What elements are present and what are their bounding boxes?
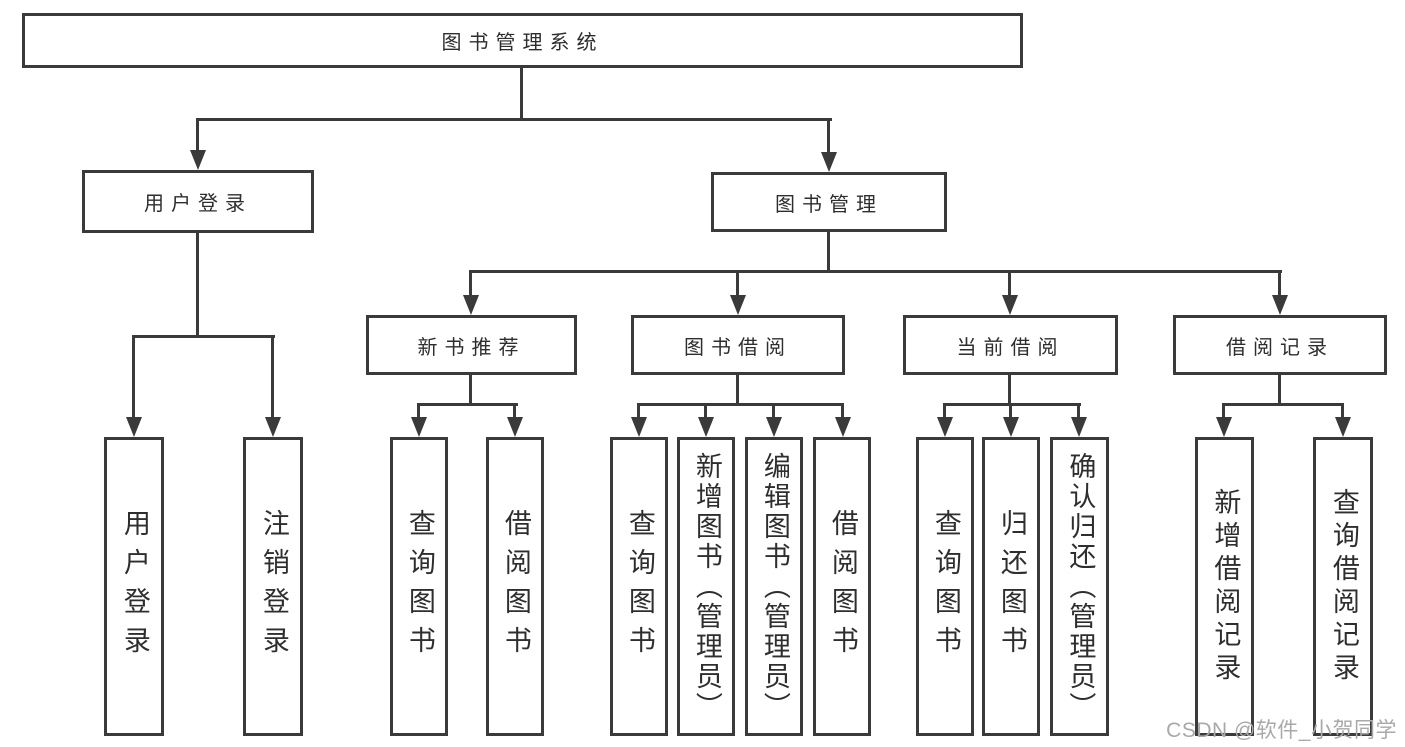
leaf-confirm-return-admin: 确认归还（管理员） [1050, 437, 1109, 736]
connector-line-v [469, 375, 472, 406]
arrowhead-down-icon [190, 150, 206, 170]
leaf-user-login: 用户登录 [104, 437, 164, 736]
node-user-login-label: 用户登录 [144, 193, 252, 215]
arrowhead-down-icon [698, 417, 714, 437]
node-book-management: 图书管理 [711, 172, 947, 232]
leaf-confirm-return-admin-label: 确认归还（管理员） [1065, 451, 1096, 722]
node-current-borrow-label: 当前借阅 [956, 336, 1065, 359]
leaf-return-books: 归还图书 [982, 437, 1040, 736]
leaf-borrow-books-recommend-label: 借阅图书 [500, 508, 531, 665]
connector-line-v [943, 403, 946, 419]
arrowhead-down-icon [265, 417, 281, 437]
leaf-borrow-books: 借阅图书 [813, 437, 871, 736]
leaf-edit-books-admin: 编辑图书（管理员） [745, 437, 803, 736]
connector-line-v [772, 403, 775, 419]
leaf-query-borrow-record: 查询借阅记录 [1313, 437, 1373, 736]
node-root: 图书管理系统 [22, 13, 1023, 68]
arrowhead-down-icon [126, 417, 142, 437]
arrowhead-down-icon [835, 417, 851, 437]
leaf-query-books-current: 查询图书 [916, 437, 974, 736]
connector-line-v [827, 118, 830, 154]
leaf-add-books-admin: 新增图书（管理员） [677, 437, 735, 736]
leaf-query-books-recommend-label: 查询图书 [404, 508, 435, 665]
connector-line-v [520, 68, 523, 120]
connector-line-v [827, 232, 830, 273]
arrowhead-down-icon [631, 417, 647, 437]
node-user-login: 用户登录 [82, 170, 314, 233]
arrowhead-down-icon [1003, 417, 1019, 437]
leaf-logout: 注销登录 [243, 437, 303, 736]
leaf-logout-label: 注销登录 [258, 508, 289, 665]
arrowhead-down-icon [821, 152, 837, 172]
connector-line-v [736, 375, 739, 406]
node-book-borrow-label: 图书借阅 [684, 336, 792, 359]
arrowhead-down-icon [1335, 417, 1351, 437]
connector-line-h [417, 403, 518, 406]
connector-line-v [469, 270, 472, 297]
leaf-query-books-recommend: 查询图书 [390, 437, 448, 736]
connector-line-v [196, 118, 199, 152]
leaf-return-books-label: 归还图书 [996, 508, 1027, 665]
node-current-borrow: 当前借阅 [903, 315, 1118, 375]
arrowhead-down-icon [1216, 417, 1232, 437]
leaf-query-borrow-record-label: 查询借阅记录 [1328, 487, 1359, 686]
connector-line-h [637, 403, 844, 406]
node-borrow-records: 借阅记录 [1173, 315, 1387, 375]
connector-line-v [1008, 375, 1011, 406]
connector-line-v [1278, 270, 1281, 297]
node-book-borrow: 图书借阅 [631, 315, 845, 375]
connector-line-v [417, 403, 420, 419]
connector-line-v [704, 403, 707, 419]
arrowhead-down-icon [411, 417, 427, 437]
watermark: CSDN @软件_小贺同学 [1166, 719, 1397, 742]
connector-line-v [637, 403, 640, 419]
arrowhead-down-icon [1071, 417, 1087, 437]
arrowhead-down-icon [1002, 295, 1018, 315]
leaf-edit-books-admin-label: 编辑图书（管理员） [759, 451, 790, 722]
leaf-query-books-borrow: 查询图书 [610, 437, 668, 736]
connector-line-v [1222, 403, 1225, 419]
leaf-query-books-current-label: 查询图书 [930, 508, 961, 665]
node-borrow-records-label: 借阅记录 [1226, 336, 1334, 359]
connector-line-v [271, 335, 274, 419]
leaf-user-login-label: 用户登录 [119, 508, 150, 665]
connector-line-v [513, 403, 516, 419]
connector-line-v [736, 270, 739, 297]
connector-line-h [943, 403, 1081, 406]
arrowhead-down-icon [766, 417, 782, 437]
connector-line-h [1222, 403, 1344, 406]
leaf-borrow-books-recommend: 借阅图书 [486, 437, 544, 736]
connector-line-v [132, 335, 135, 419]
node-new-book-recommend: 新书推荐 [366, 315, 577, 375]
connector-line-h [196, 118, 832, 121]
leaf-add-books-admin-label: 新增图书（管理员） [691, 451, 722, 722]
connector-line-v [1009, 403, 1012, 419]
arrowhead-down-icon [937, 417, 953, 437]
arrowhead-down-icon [730, 295, 746, 315]
arrowhead-down-icon [507, 417, 523, 437]
connector-line-h [469, 270, 1282, 273]
connector-line-v [196, 233, 199, 338]
leaf-add-borrow-record-label: 新增借阅记录 [1210, 487, 1241, 686]
leaf-borrow-books-label: 借阅图书 [827, 508, 858, 665]
connector-line-h [132, 335, 275, 338]
leaf-add-borrow-record: 新增借阅记录 [1195, 437, 1254, 736]
connector-line-v [1278, 375, 1281, 406]
node-new-book-recommend-label: 新书推荐 [417, 336, 526, 359]
node-root-label: 图书管理系统 [441, 32, 604, 54]
connector-line-v [1341, 403, 1344, 419]
arrowhead-down-icon [463, 295, 479, 315]
node-book-management-label: 图书管理 [775, 193, 883, 216]
connector-line-v [841, 403, 844, 419]
connector-line-v [1008, 270, 1011, 297]
connector-line-v [1077, 403, 1080, 419]
leaf-query-books-borrow-label: 查询图书 [624, 508, 655, 665]
arrowhead-down-icon [1272, 295, 1288, 315]
